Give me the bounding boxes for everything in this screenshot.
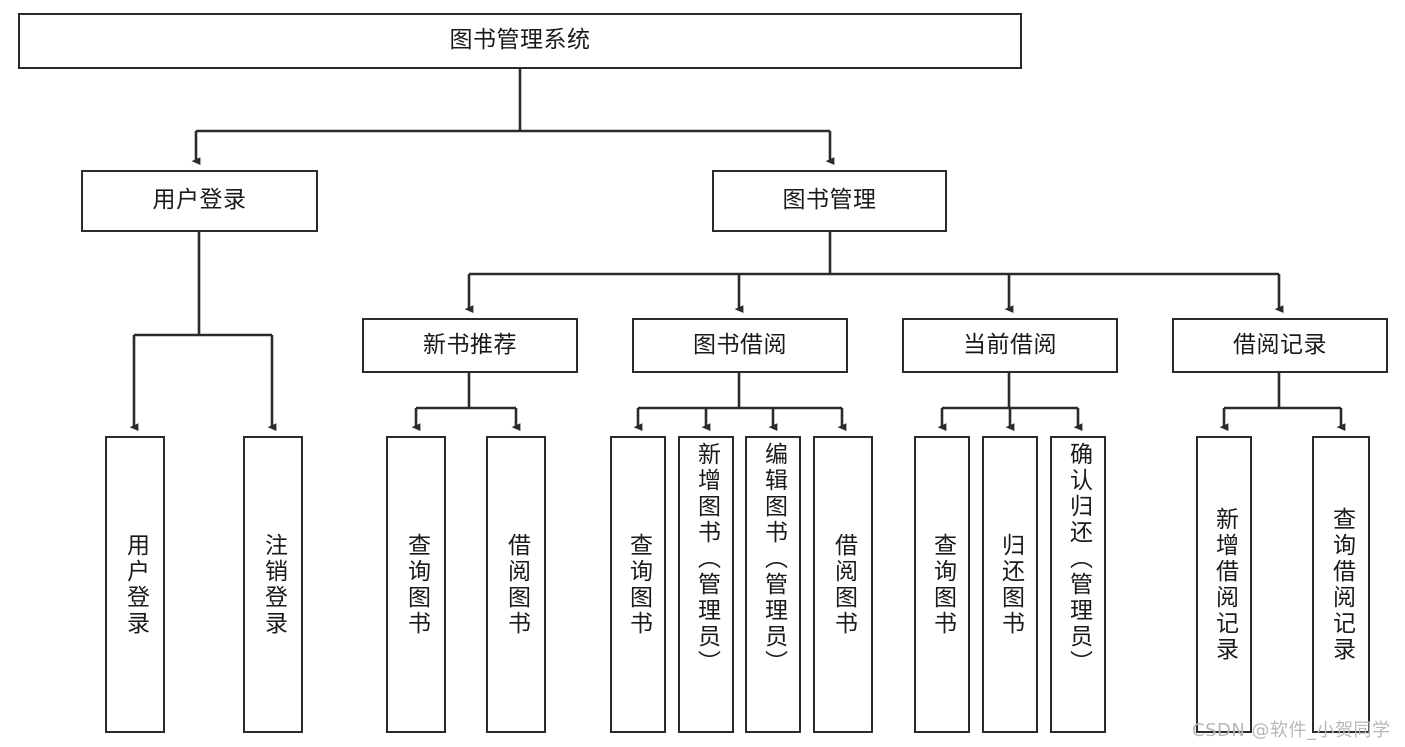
node-root-label: 图书管理系统 <box>449 27 591 54</box>
leaf-confirm-return-admin[interactable]: 确认归还（管理员） <box>1050 436 1106 733</box>
leaf-borrow-book[interactable]: 借阅图书 <box>813 436 873 733</box>
edge-group-borrow <box>633 373 847 432</box>
leaf-add-book-admin[interactable]: 新增图书（管理员） <box>678 436 734 733</box>
leaf-query-book-current-label: 查询图书 <box>929 532 956 637</box>
leaf-add-book-admin-label: 新增图书（管理员） <box>693 442 720 676</box>
node-book-borrow[interactable]: 图书借阅 <box>632 318 848 373</box>
leaf-query-book-recommend-label: 查询图书 <box>403 532 430 637</box>
node-borrow-records[interactable]: 借阅记录 <box>1172 318 1388 373</box>
node-new-book-recommend-label: 新书推荐 <box>423 331 517 358</box>
node-root[interactable]: 图书管理系统 <box>18 13 1022 69</box>
edge-group-root <box>191 69 835 166</box>
leaf-user-logout[interactable]: 注销登录 <box>243 436 303 733</box>
edge-group-user-login <box>129 232 277 432</box>
edge-group-book-manage <box>464 232 1284 314</box>
leaf-query-book-current[interactable]: 查询图书 <box>914 436 970 733</box>
leaf-return-book-label: 归还图书 <box>997 532 1024 637</box>
edge-group-current-borrow <box>937 373 1083 432</box>
leaf-query-borrow-record-label: 查询借阅记录 <box>1328 506 1355 663</box>
leaf-query-borrow-record[interactable]: 查询借阅记录 <box>1312 436 1370 733</box>
csdn-watermark: CSDN @软件_小贺同学 <box>1192 720 1391 741</box>
node-book-borrow-label: 图书借阅 <box>693 331 787 358</box>
node-user-login-label: 用户登录 <box>152 187 247 214</box>
edge-group-new-books <box>411 373 521 432</box>
leaf-query-book-recommend[interactable]: 查询图书 <box>386 436 446 733</box>
leaf-borrow-book-label: 借阅图书 <box>830 532 857 637</box>
edge-group-records <box>1219 373 1346 432</box>
leaf-query-book-borrow-label: 查询图书 <box>625 532 652 637</box>
leaf-edit-book-admin-label: 编辑图书（管理员） <box>760 442 787 676</box>
node-new-book-recommend[interactable]: 新书推荐 <box>362 318 578 373</box>
leaf-return-book[interactable]: 归还图书 <box>982 436 1038 733</box>
node-borrow-records-label: 借阅记录 <box>1233 331 1327 358</box>
leaf-borrow-book-recommend[interactable]: 借阅图书 <box>486 436 546 733</box>
leaf-edit-book-admin[interactable]: 编辑图书（管理员） <box>745 436 801 733</box>
leaf-user-login[interactable]: 用户登录 <box>105 436 165 733</box>
leaf-add-borrow-record-label: 新增借阅记录 <box>1211 506 1238 663</box>
node-book-management[interactable]: 图书管理 <box>712 170 947 232</box>
leaf-add-borrow-record[interactable]: 新增借阅记录 <box>1196 436 1252 733</box>
leaf-borrow-book-recommend-label: 借阅图书 <box>503 532 530 637</box>
node-current-borrow-label: 当前借阅 <box>963 331 1057 358</box>
leaf-confirm-return-admin-label: 确认归还（管理员） <box>1065 442 1092 676</box>
leaf-user-logout-label: 注销登录 <box>260 532 287 637</box>
leaf-user-login-label: 用户登录 <box>122 532 149 637</box>
node-current-borrow[interactable]: 当前借阅 <box>902 318 1118 373</box>
leaf-query-book-borrow[interactable]: 查询图书 <box>610 436 666 733</box>
node-user-login[interactable]: 用户登录 <box>81 170 318 232</box>
node-book-management-label: 图书管理 <box>782 187 877 214</box>
